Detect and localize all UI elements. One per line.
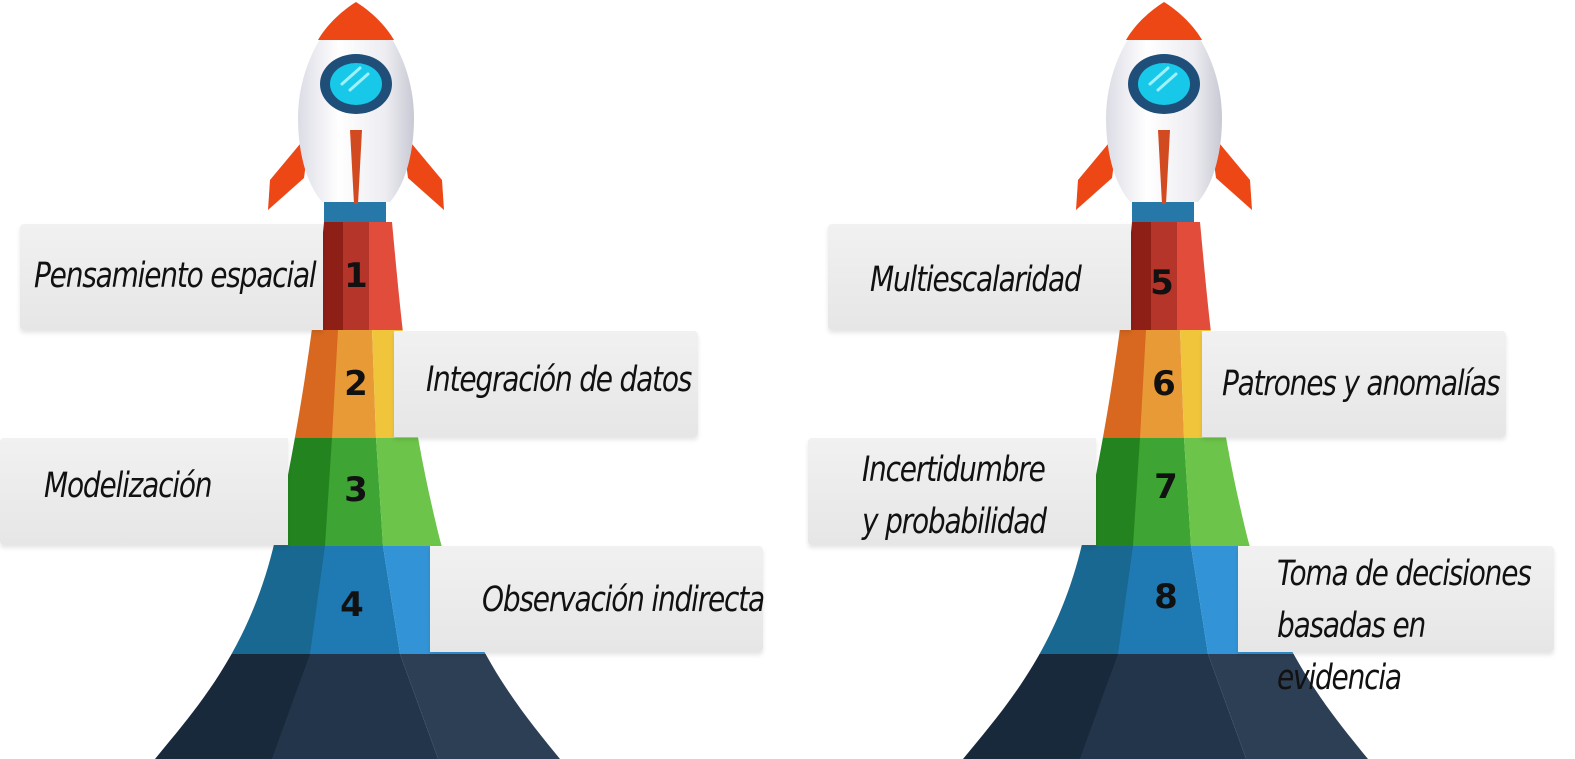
step-number-7: 7 [1154, 467, 1178, 507]
band-base [963, 654, 1368, 759]
window-shine [1148, 66, 1178, 92]
step-number-5: 5 [1150, 263, 1174, 303]
fin-left [1076, 132, 1118, 210]
step-card-8 [1238, 546, 1554, 652]
step-label-2: Integración de datos [426, 360, 692, 400]
fin-right [1210, 132, 1252, 210]
step-number-4: 4 [340, 585, 364, 625]
step-label-5: Multiescalaridad [870, 260, 1082, 300]
nose-cone [318, 2, 394, 40]
step-label-6: Patrones y anomalías [1222, 364, 1501, 404]
step-card-1 [20, 224, 323, 330]
fin-right [402, 132, 444, 210]
window-shine [340, 66, 370, 92]
center-fin [1158, 130, 1170, 204]
nose-cone [1126, 2, 1202, 40]
center-fin [350, 130, 362, 204]
step-number-8: 8 [1154, 577, 1178, 617]
step-label-8: Toma de decisiones basadas en evidencia [1277, 554, 1532, 698]
step-label-3: Modelización [44, 466, 213, 506]
step-label-7: Incertidumbre y probabilidad [862, 450, 1047, 542]
step-number-2: 2 [344, 364, 368, 404]
step-card-2 [394, 331, 698, 437]
step-card-3 [0, 438, 288, 545]
step-label-1: Pensamiento espacial [34, 256, 317, 296]
step-card-7 [808, 438, 1096, 545]
step-number-1: 1 [344, 256, 368, 296]
band-base [155, 654, 560, 759]
step-number-6: 6 [1152, 364, 1176, 404]
fin-left [268, 132, 310, 210]
step-card-4 [430, 546, 763, 652]
step-label-4: Observación indirecta [482, 580, 765, 620]
step-card-6 [1202, 331, 1506, 437]
step-card-5 [828, 224, 1131, 330]
step-number-3: 3 [344, 470, 368, 510]
